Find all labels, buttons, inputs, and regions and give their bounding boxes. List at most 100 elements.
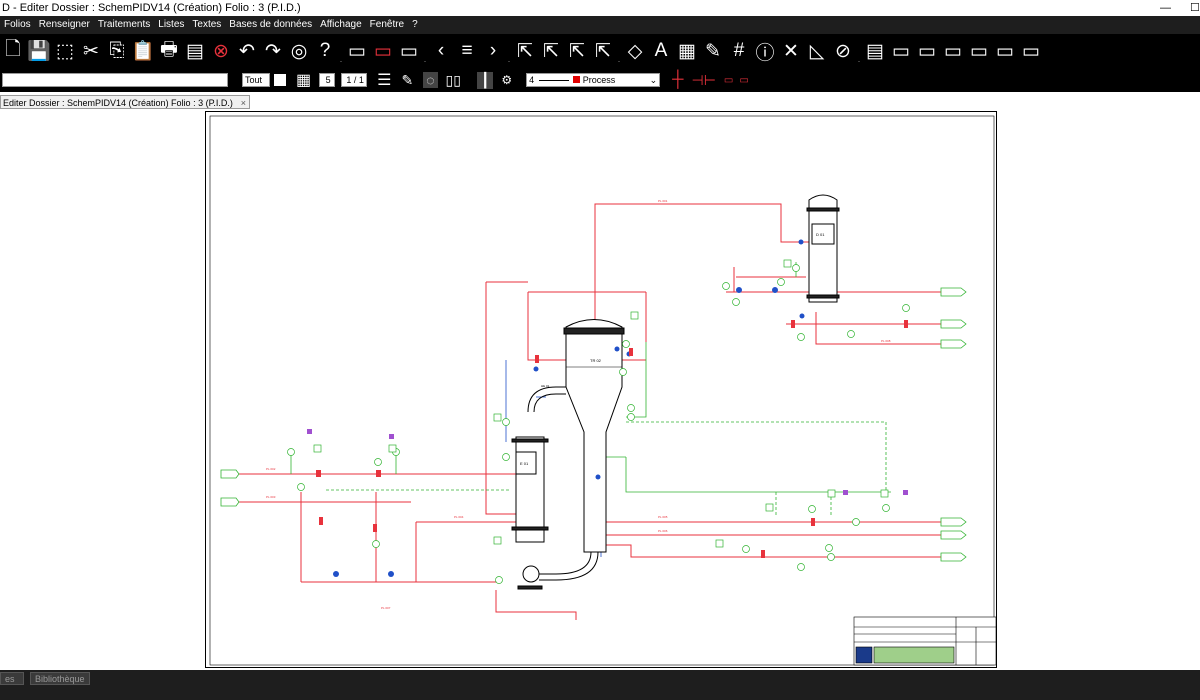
pointer-remove-icon[interactable]: ⇱: [595, 40, 611, 62]
layer-select[interactable]: 4 Process ⌄: [526, 73, 661, 87]
settings-icon[interactable]: ⚙: [501, 73, 513, 87]
redo-icon[interactable]: ↷: [265, 40, 281, 62]
svg-text:PL 001: PL 001: [658, 199, 668, 203]
filter-select[interactable]: Tout: [242, 73, 270, 87]
menu-icon[interactable]: ≡: [461, 40, 473, 61]
main-column: TR 02: [563, 319, 625, 553]
svg-text:D 01: D 01: [816, 232, 825, 237]
info-icon[interactable]: ⓘ: [755, 42, 775, 64]
print-icon[interactable]: 🖶: [160, 39, 178, 60]
menu-item-3[interactable]: Listes: [158, 19, 185, 30]
library-button[interactable]: Bibliothèque: [30, 672, 90, 685]
pointer-icon[interactable]: ⇱: [517, 40, 533, 62]
svg-text:E 01: E 01: [520, 461, 529, 466]
close-icon[interactable]: ✕: [783, 40, 799, 62]
line-terminals: [220, 287, 967, 562]
window-title: D - Editer Dossier : SchemPIDV14 (Créati…: [2, 2, 301, 14]
menu-item-7[interactable]: Fenêtre: [369, 19, 405, 30]
menu-item-0[interactable]: Folios: [4, 19, 31, 30]
svg-text:PL 002: PL 002: [266, 467, 276, 471]
doc-icon[interactable]: ▤: [866, 40, 884, 62]
filter-dropdown-button[interactable]: [274, 74, 286, 86]
window-image-icon[interactable]: ▭: [400, 40, 418, 62]
menu-bar: Folios Renseigner Traitements Listes Textes B…: [0, 16, 1200, 34]
menu-item-8[interactable]: ?: [412, 19, 418, 30]
toolbar-separator: .: [617, 54, 621, 64]
doc-edit-icon[interactable]: ▭: [892, 40, 910, 62]
pipe-break-icon[interactable]: ⊣⊢: [691, 71, 716, 88]
close-icon[interactable]: ×: [240, 98, 246, 108]
pointer-add-icon[interactable]: ⇱: [569, 40, 585, 62]
cut-icon[interactable]: ✂: [83, 40, 99, 62]
menu-item-5[interactable]: Bases de données: [229, 19, 313, 30]
status-button-es[interactable]: es: [0, 672, 24, 685]
shape-icon[interactable]: ◇: [627, 40, 643, 62]
new-icon[interactable]: 🗋: [5, 39, 21, 60]
menu-item-1[interactable]: Renseigner: [38, 19, 90, 30]
pid-diagram[interactable]: TR 02 E 01 D 01: [206, 112, 998, 669]
document-tab[interactable]: Editer Dossier : SchemPIDV14 (Création) …: [0, 95, 250, 109]
select-icon[interactable]: ⬚: [56, 40, 74, 62]
next-icon[interactable]: ›: [489, 40, 497, 61]
stop-icon[interactable]: ◎: [290, 40, 308, 62]
doc-edit6-icon[interactable]: ▭: [1022, 40, 1040, 62]
pipe-cross-icon[interactable]: ┼: [672, 71, 684, 88]
paste-icon[interactable]: 📋: [131, 41, 155, 62]
pointer2-icon[interactable]: ⇱: [543, 40, 559, 62]
measure-icon[interactable]: ◺: [809, 40, 825, 62]
minimize-button[interactable]: —: [1160, 2, 1171, 14]
doc-edit5-icon[interactable]: ▭: [996, 40, 1014, 62]
pencil-icon[interactable]: ✎: [401, 71, 414, 88]
menu-item-4[interactable]: Textes: [192, 19, 222, 30]
prev-icon[interactable]: ‹: [437, 40, 445, 61]
layer-prefix: 4: [529, 75, 535, 85]
erase-icon[interactable]: ✎: [705, 40, 721, 62]
process-line-lower: [415, 522, 496, 583]
grid-size-input[interactable]: 5: [319, 73, 336, 87]
menu-item-6[interactable]: Affichage: [320, 19, 362, 30]
save-icon[interactable]: 💾: [27, 41, 51, 62]
doc-edit3-icon[interactable]: ▭: [944, 40, 962, 62]
window-icon[interactable]: ▭: [348, 40, 366, 62]
help-icon[interactable]: ?: [319, 40, 331, 61]
svg-text:PL 008: PL 008: [881, 339, 891, 343]
line-weight-icon[interactable]: ☰: [377, 72, 392, 89]
vertical-line-icon[interactable]: ┃: [476, 71, 494, 89]
toolbar-separator: .: [339, 54, 343, 64]
hide-icon[interactable]: ⊘: [835, 40, 851, 62]
maximize-button[interactable]: ☐: [1190, 2, 1200, 14]
text-icon[interactable]: A: [654, 40, 668, 61]
doc-edit2-icon[interactable]: ▭: [918, 40, 936, 62]
grid-icon[interactable]: #: [733, 40, 745, 61]
layer-color-swatch: [573, 76, 581, 83]
valves-icon[interactable]: ▯▯: [445, 71, 461, 88]
toolbar-separator: .: [423, 54, 427, 64]
process-line-vertical-left: [485, 282, 521, 515]
cancel-icon[interactable]: ⊗: [213, 40, 229, 62]
window-red-icon[interactable]: ▭: [374, 40, 392, 62]
svg-text:HE 01: HE 01: [541, 384, 550, 388]
process-line-overhead-3: [815, 312, 946, 345]
bulb-icon[interactable]: ◌: [423, 72, 438, 88]
instrument-bubbles: [287, 264, 910, 584]
process-lines: [221, 203, 966, 620]
drawing-sheet[interactable]: TR 02 E 01 D 01: [205, 111, 997, 668]
copy-icon[interactable]: ⎘: [109, 40, 125, 61]
doc-edit4-icon[interactable]: ▭: [970, 40, 988, 62]
calc-icon[interactable]: ▦: [678, 40, 696, 62]
chevron-down-icon: ⌄: [649, 75, 658, 85]
search-input[interactable]: [2, 73, 228, 87]
svg-text:PL 006: PL 006: [658, 529, 668, 533]
pdf-icon[interactable]: ▤: [186, 40, 204, 62]
grid-icon[interactable]: ▦: [296, 72, 312, 89]
process-line-top: [594, 203, 809, 347]
title-block: [853, 616, 997, 666]
toolbar-separator: .: [507, 54, 511, 64]
pipe-label-icon-2[interactable]: ▭: [739, 74, 749, 86]
undo-icon[interactable]: ↶: [239, 40, 255, 62]
menu-item-2[interactable]: Traitements: [97, 19, 151, 30]
status-bar: [0, 670, 1200, 700]
bottom-pump: [517, 551, 599, 590]
pipe-label-icon[interactable]: ▭: [723, 74, 734, 86]
